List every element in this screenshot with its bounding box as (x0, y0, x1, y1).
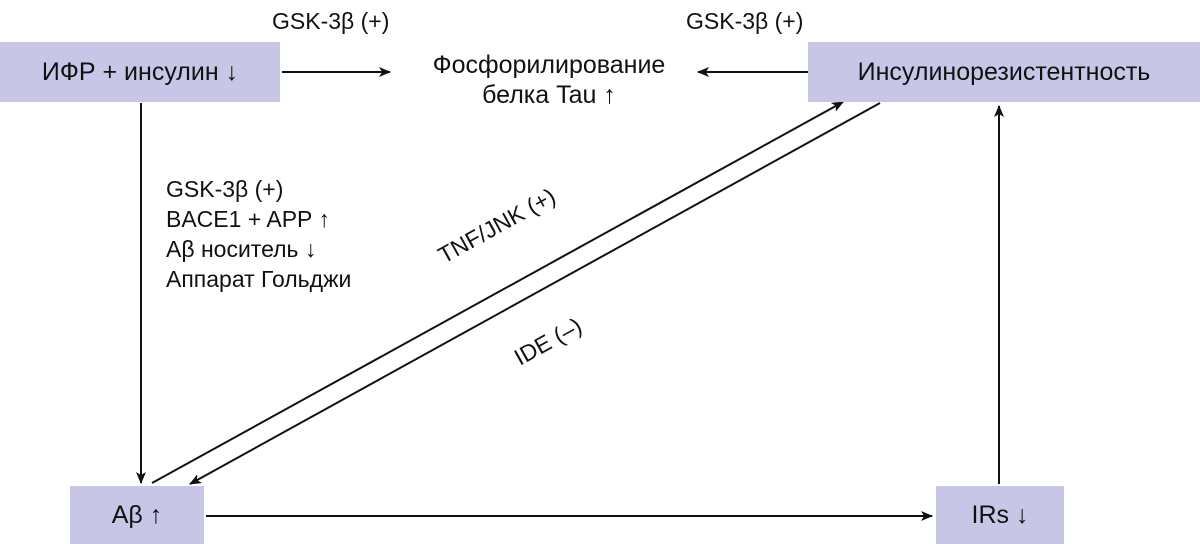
tau-label-line1: Фосфорилирование (432, 51, 666, 79)
arrow-abeta-to-resistance (151, 101, 844, 484)
node-abeta: Aβ ↑ (70, 486, 204, 544)
arrow-resistance-to-abeta (189, 102, 881, 485)
node-insulin-resistance: Инсулинорезистентность (808, 42, 1200, 102)
label-ifr-to-abeta-line4: Аппарат Гольджи (166, 266, 352, 292)
label-ifr-to-abeta-line2: BACE1 + APP ↑ (166, 206, 330, 232)
node-tau-phosphorylation: Фосфорилирование белка Tau ↑ (408, 50, 690, 110)
node-insulin-resistance-label: Инсулинорезистентность (857, 57, 1151, 86)
label-ifr-to-abeta-line1: GSK-3β (+) (166, 176, 284, 202)
tau-label-line2: белка Tau ↑ (482, 81, 616, 109)
node-ifr-insulin-label: ИФР + инсулин ↓ (41, 57, 239, 86)
label-ifr-to-abeta: GSK-3β (+) BACE1 + APP ↑ Aβ носитель ↓ А… (166, 174, 351, 294)
label-ifr-to-abeta-line3: Aβ носитель ↓ (166, 236, 317, 262)
label-resistance-to-tau: GSK-3β (+) (686, 8, 804, 34)
node-ifr-insulin: ИФР + инсулин ↓ (0, 42, 280, 102)
label-ifr-to-tau: GSK-3β (+) (272, 8, 390, 34)
node-irs: IRs ↓ (936, 486, 1064, 544)
node-abeta-label: Aβ ↑ (111, 500, 163, 529)
node-irs-label: IRs ↓ (971, 500, 1029, 529)
